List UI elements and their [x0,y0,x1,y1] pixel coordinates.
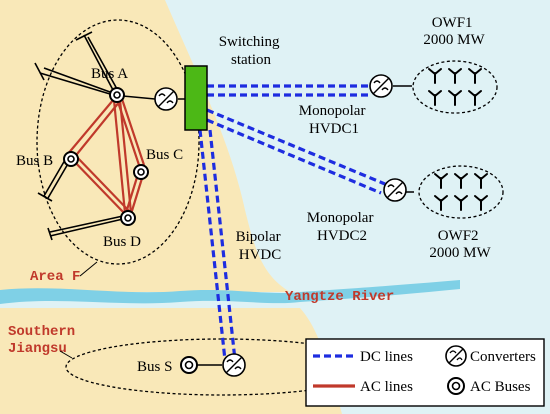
wind-turbine-icon [428,68,442,84]
owf1-label: OWF1 2000 MW [423,15,485,48]
wind-turbine-icon [474,195,488,211]
legend-dc-label: DC lines [360,349,413,365]
area-f-boundary [36,19,200,265]
bus-a-label: Bus A [91,66,128,82]
converter-icon [383,178,407,202]
legend-bus-icon [447,377,465,395]
area-f-label: Area F [30,269,80,285]
hvdc2-label: Monopolar HVDC2 [307,210,377,244]
dc-lines [198,84,386,361]
wind-turbine-icon [434,195,448,211]
southern-land-region [0,308,342,414]
bus-b-label: Bus B [16,153,53,169]
wind-turbine-icon [474,173,488,189]
converter-icon [369,74,393,98]
owf2-turbines [434,173,488,211]
bus-d-label: Bus D [103,234,141,250]
area-f-leader [79,261,98,277]
wind-turbine-icon [454,173,468,189]
hvdc1-label: Monopolar HVDC1 [299,103,369,137]
bipolar-hvdc-label: Bipolar HVDC [236,229,285,263]
yangtze-river [0,280,460,304]
wind-turbine-icon [448,68,462,84]
legend-converters-label: Converters [470,349,536,365]
southern-jiangsu-leader [59,350,73,359]
ac-feeder-lines [34,31,124,241]
legend-ac-buses-label: AC Buses [470,379,531,395]
yangtze-river-label: Yangtze River [285,289,394,305]
ac-bus-icon [180,356,198,374]
ac-bus-icon [120,210,136,226]
legend-converter-icon [445,345,467,367]
legend-box [305,338,545,407]
ac-bus-icon [63,151,79,167]
converter-icon [154,87,178,111]
converter-icon [222,353,246,377]
bus-s-label: Bus S [137,359,172,375]
wind-turbine-icon [468,90,482,106]
legend-ac-label: AC lines [360,379,413,395]
owf2-cluster [418,165,504,219]
switching-station-block [184,65,208,131]
owf1-turbines [428,68,482,106]
southern-jiangsu-label: Southern Jiangsu [8,324,84,357]
wind-turbine-icon [468,68,482,84]
bus-a-link [122,95,156,100]
owf2-label: OWF2 2000 MW [429,228,491,261]
ac-bus-icon [133,164,149,180]
wind-turbine-icon [428,90,442,106]
wind-turbine-icon [448,90,462,106]
bus-c-label: Bus C [146,147,183,163]
switching-station-label: Switching station [219,34,284,68]
ac-bus-icon [109,87,125,103]
ac-lines [66,98,146,215]
land-region [0,0,290,292]
legend: DC lines AC lines Converters AC Buses [305,338,545,407]
wind-turbine-icon [454,195,468,211]
owf1-cluster [412,60,498,114]
wind-turbine-icon [434,173,448,189]
